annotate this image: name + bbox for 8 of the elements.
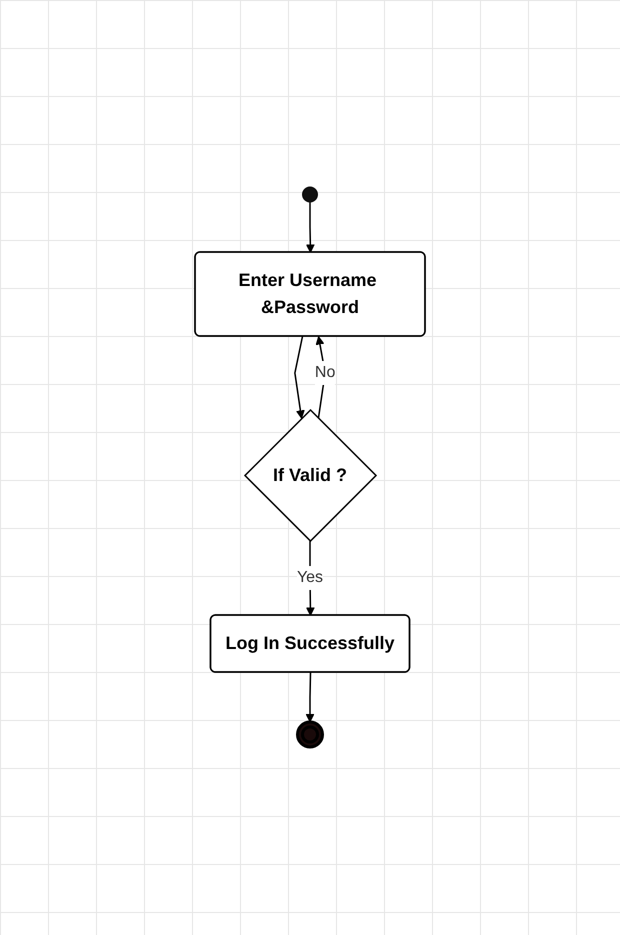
edge-label: No [314, 364, 336, 382]
arrow [294, 336, 305, 420]
edge-label: Yes [296, 570, 324, 586]
arrow [306, 202, 315, 254]
arrow [306, 672, 314, 723]
node-circle [296, 721, 324, 749]
node-diamond: If Valid ? [244, 409, 378, 543]
node-circle [302, 186, 318, 203]
